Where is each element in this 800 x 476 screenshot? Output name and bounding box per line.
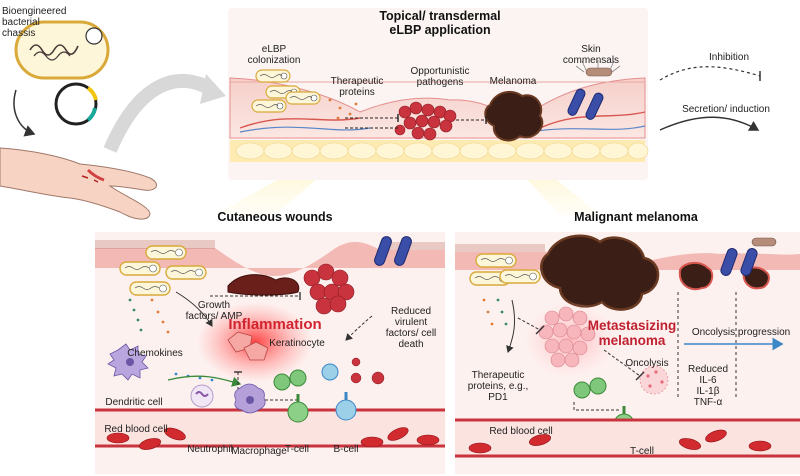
oncolysis-label: Oncolysis	[625, 358, 669, 369]
tcell-icon-left	[273, 369, 309, 423]
top-title: Topical/ transdermal eLBP application	[340, 9, 540, 37]
reduced-line1: Reduced	[390, 306, 432, 317]
cytokines-line2: IL-6	[699, 375, 717, 386]
chassis-label-line2: bacterial	[2, 17, 40, 28]
chassis-label-line3: chassis	[2, 28, 36, 39]
reduced-virulent-label: Reduced virulent factors/ cell death	[380, 306, 442, 350]
dendritic-cell-icon	[107, 343, 149, 381]
tcell-label-right: T-cell	[630, 446, 654, 457]
melanoma-title: Malignant melanoma	[574, 210, 698, 224]
melanoma-panel	[455, 232, 800, 474]
elbp-colonization-line2: colonization	[247, 55, 301, 66]
therapeutic-pd1-line1: Therapeutic	[471, 370, 525, 381]
tcell-label-left: T-cell	[285, 444, 309, 455]
chassis-label: Bioengineered bacterial chassis	[2, 6, 67, 39]
growth-factors-label: Growth factors/ AMP	[174, 300, 254, 322]
skin-commensals-line2: commensals	[562, 55, 620, 66]
top-title-line2: eLBP application	[389, 23, 491, 37]
opportunistic-line2: pathogens	[416, 77, 464, 88]
reduced-line2: virulent	[394, 317, 428, 328]
cytokines-line4: TNF-α	[693, 397, 723, 408]
macrophage-label: Macrophage	[231, 446, 287, 457]
metastasizing-line1: Metastasizing	[587, 318, 677, 333]
therapeutic-pd1-label: Therapeutic proteins, e.g., PD1	[458, 370, 538, 403]
keratinocyte-label: Keratinocyte	[269, 338, 325, 349]
plasmid-icon	[54, 82, 98, 126]
metastasizing-melanoma-label: Metastasizing melanoma	[582, 318, 682, 348]
legend-inhibition-label: Inhibition	[708, 52, 750, 63]
opportunistic-line1: Opportunistic	[410, 66, 470, 77]
reduced-line4: death	[398, 339, 424, 350]
therapeutic-proteins-line1: Therapeutic	[330, 76, 384, 87]
legend-inhibition-line	[659, 66, 761, 81]
cytokines-line3: IL-1β	[696, 386, 720, 397]
legend-secretion-label: Secretion/ induction	[682, 104, 770, 115]
growth-line1: Growth	[197, 300, 231, 311]
chassis-label-line1: Bioengineered	[2, 6, 67, 17]
chemokines-label: Chemokines	[127, 348, 183, 359]
therapeutic-proteins-label: Therapeutic proteins	[326, 76, 388, 98]
big-curved-arrow-head	[200, 74, 226, 104]
therapeutic-proteins-line2: proteins	[339, 87, 375, 98]
top-skin-panel	[228, 8, 649, 180]
melanoma-top-label: Melanoma	[489, 76, 537, 87]
big-curved-arrow	[103, 73, 216, 153]
legend-secretion-arrow	[659, 116, 760, 131]
macrophage-icon	[234, 383, 266, 414]
therapeutic-pd1-line2: proteins, e.g.,	[467, 381, 529, 392]
hand-icon	[0, 147, 158, 220]
chassis-to-plasmid-arrow	[13, 89, 36, 137]
bcell-icon	[321, 363, 357, 421]
bcell-label: B-cell	[333, 444, 359, 455]
elbp-colonization-line1: eLBP	[261, 44, 287, 55]
bacterial-chassis	[14, 20, 110, 80]
elbp-bacteria-top	[251, 69, 321, 113]
neutrophil-icon	[190, 384, 214, 408]
therapeutic-pd1-line3: PD1	[488, 392, 508, 403]
elbp-colonization-label: eLBP colonization	[244, 44, 304, 66]
growth-line2: factors/ AMP	[185, 311, 243, 322]
cytokines-line1: Reduced	[687, 364, 729, 375]
opportunistic-pathogens-label: Opportunistic pathogens	[400, 66, 480, 88]
metastasizing-line2: melanoma	[598, 333, 666, 348]
dendritic-cell-label: Dendritic cell	[105, 397, 163, 408]
wounds-panel	[95, 232, 445, 474]
oncolysis-progression-label: Oncolysis progression	[691, 327, 791, 338]
reduced-cytokines-label: Reduced IL-6 IL-1β TNF-α	[680, 364, 736, 408]
neutrophil-label: Neutrophil	[187, 444, 233, 455]
inflammation-label: Inflammation	[228, 316, 322, 333]
skin-commensals-label: Skin commensals	[556, 44, 626, 66]
red-blood-cell-label-left: Red blood cell	[104, 424, 168, 435]
top-title-line1: Topical/ transdermal	[379, 9, 501, 23]
red-blood-cell-label-right: Red blood cell	[489, 426, 553, 437]
reduced-line3: factors/ cell	[385, 328, 437, 339]
wounds-title: Cutaneous wounds	[217, 210, 333, 224]
skin-commensals-line1: Skin	[581, 44, 601, 55]
